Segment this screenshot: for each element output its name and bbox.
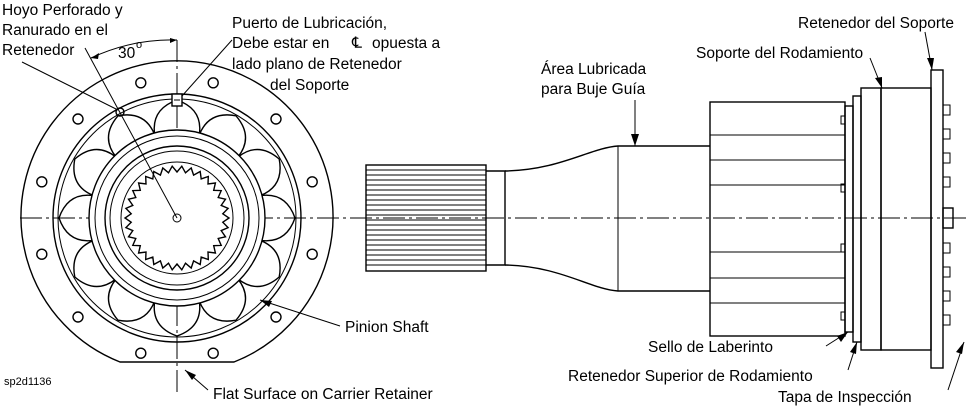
label-puerto-line1: Puerto de Lubricación, xyxy=(232,15,387,32)
roller-petal xyxy=(107,278,156,322)
bolt-hole xyxy=(36,176,48,188)
label-flat-surface: Flat Surface on Carrier Retainer xyxy=(213,386,433,403)
retainer-bolt xyxy=(942,104,951,116)
bolt-hole xyxy=(270,311,282,323)
roller-petal xyxy=(259,194,296,242)
bolt-hole xyxy=(72,113,84,125)
retainer-bolt xyxy=(942,128,951,140)
hub-ring xyxy=(94,135,260,301)
bolt-hole xyxy=(135,347,147,359)
upper-bearing-retainer xyxy=(852,95,862,343)
pinion-shaft-side-view xyxy=(365,69,954,369)
bolt-hole xyxy=(36,248,48,260)
label-soporte-rodamiento: Soporte del Rodamiento xyxy=(696,45,863,62)
label-hoyo-line1: Hoyo Perforado y xyxy=(2,2,123,19)
labels: Hoyo Perforado y Ranurado en el Retenedo… xyxy=(2,2,954,406)
hub-ring-2 xyxy=(104,145,250,291)
retainer-bolt xyxy=(942,266,951,278)
leader-puerto xyxy=(181,39,233,97)
retainer-bolt xyxy=(942,242,951,254)
roller-petal xyxy=(73,148,117,197)
label-retenedor-soporte: Retenedor del Soporte xyxy=(798,15,954,32)
seal-bolt xyxy=(840,115,846,125)
shaft-upper-profile xyxy=(504,145,710,172)
center-dot xyxy=(172,213,182,223)
label-hoyo-line3: Retenedor xyxy=(2,42,74,59)
seal-bolt xyxy=(840,311,846,321)
labyrinth-seal xyxy=(844,105,854,333)
roller-petal xyxy=(153,300,201,337)
roller-petal xyxy=(237,148,281,197)
label-sello: Sello de Laberinto xyxy=(648,339,773,356)
spline-root-circle xyxy=(120,161,234,275)
roller-petal xyxy=(198,278,247,322)
spline-profile xyxy=(123,164,231,272)
leader-lines xyxy=(21,31,965,391)
bearing-support xyxy=(860,87,882,351)
spline-section xyxy=(365,164,487,272)
angle-value: 30 xyxy=(118,45,136,62)
body-grooves xyxy=(710,134,845,304)
shaft-neck xyxy=(486,170,506,266)
angle-ray xyxy=(84,47,178,219)
angle-unit: o xyxy=(136,39,142,51)
shaft-spline-teeth xyxy=(366,169,486,266)
retainer-bolt xyxy=(942,314,951,326)
bolt-hole xyxy=(207,77,219,89)
inspection-cover xyxy=(942,207,954,229)
label-puerto-line2b: opuesta a xyxy=(372,35,440,52)
carrier-retainer-outline xyxy=(20,60,334,363)
leader-hoyo xyxy=(21,61,119,111)
bolt-hole xyxy=(306,176,318,188)
roller-petal xyxy=(58,194,95,242)
angle-arrow-left xyxy=(91,53,99,59)
roller-petal xyxy=(237,239,281,288)
seal-bolt xyxy=(840,183,846,193)
hub-ring-3 xyxy=(109,150,245,286)
shaft-lower-profile xyxy=(504,264,710,292)
retainer-bolts xyxy=(840,104,951,326)
label-puerto-line3: lado plano de Retenedor xyxy=(232,56,402,73)
label-area-line2: para Buje Guía xyxy=(541,81,646,98)
label-puerto-line4: del Soporte xyxy=(270,77,349,94)
label-hoyo-line2: Ranurado en el xyxy=(2,22,108,39)
bolt-hole xyxy=(270,113,282,125)
internal-spline xyxy=(120,161,234,275)
support-retainer-flange xyxy=(930,69,944,369)
label-tapa: Tapa de Inspección xyxy=(778,389,912,406)
label-retenedor-superior: Retenedor Superior de Rodamiento xyxy=(568,368,813,385)
bolt-hole xyxy=(207,347,219,359)
bolt-hole xyxy=(306,248,318,260)
bolt-hole xyxy=(72,311,84,323)
support-retainer-body xyxy=(880,87,932,351)
lubrication-port xyxy=(171,93,183,125)
label-puerto-line2a: Debe estar en xyxy=(232,35,329,52)
label-pinion-shaft: Pinion Shaft xyxy=(345,319,429,336)
retainer-bolt xyxy=(942,290,951,302)
retainer-bolt xyxy=(942,152,951,164)
bolt-holes xyxy=(36,77,318,359)
seal-bolt xyxy=(840,243,846,253)
cl-symbol: ℄ xyxy=(351,35,363,52)
angle-arrow-right xyxy=(170,38,177,43)
retainer-bolt xyxy=(942,176,951,188)
roller-petal xyxy=(73,239,117,288)
label-area-line1: Área Lubricada xyxy=(541,61,647,78)
bolt-hole xyxy=(135,77,147,89)
leader-pinion xyxy=(259,299,341,327)
drilled-hole xyxy=(115,107,125,117)
roller-petal xyxy=(198,114,247,158)
figure-id: sp2d1136 xyxy=(4,376,52,388)
carrier-end-view xyxy=(20,38,334,395)
shaft-body xyxy=(709,101,846,337)
